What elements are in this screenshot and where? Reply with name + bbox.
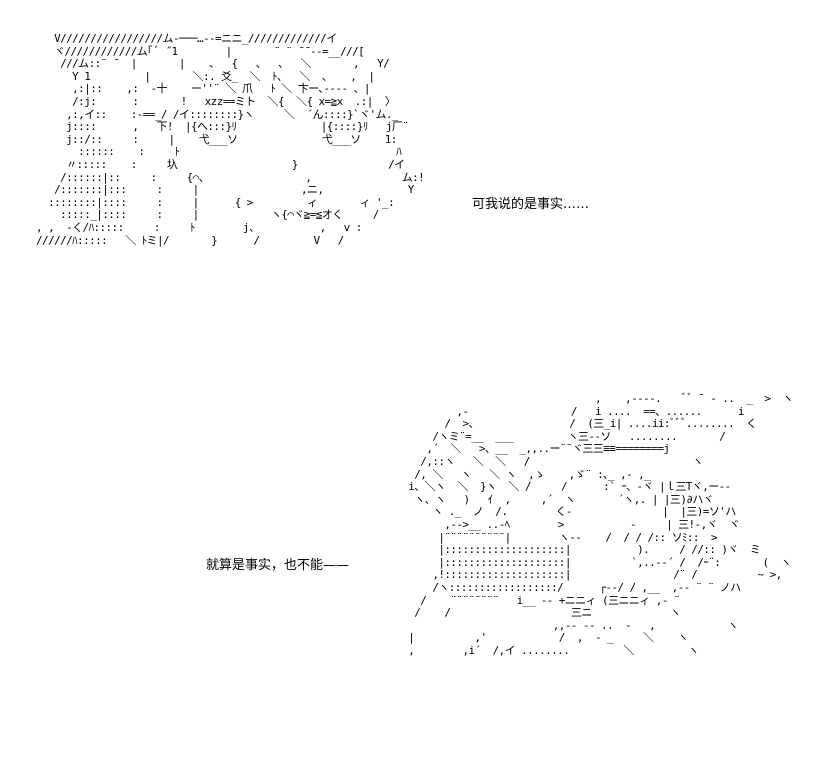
ascii-art-girl-face: V/////////////////ム-───…--=ニニ_//////////…	[36, 32, 425, 247]
dialogue-line-1: 可我说的是事实……	[472, 197, 590, 212]
dialogue-line-2: 就算是事实，也不能——	[206, 558, 350, 573]
ascii-art-raised-arm: , ,----. ﾞﾞ ¯ - .. _ > ヽ ,- / i .... ==、…	[408, 392, 793, 657]
